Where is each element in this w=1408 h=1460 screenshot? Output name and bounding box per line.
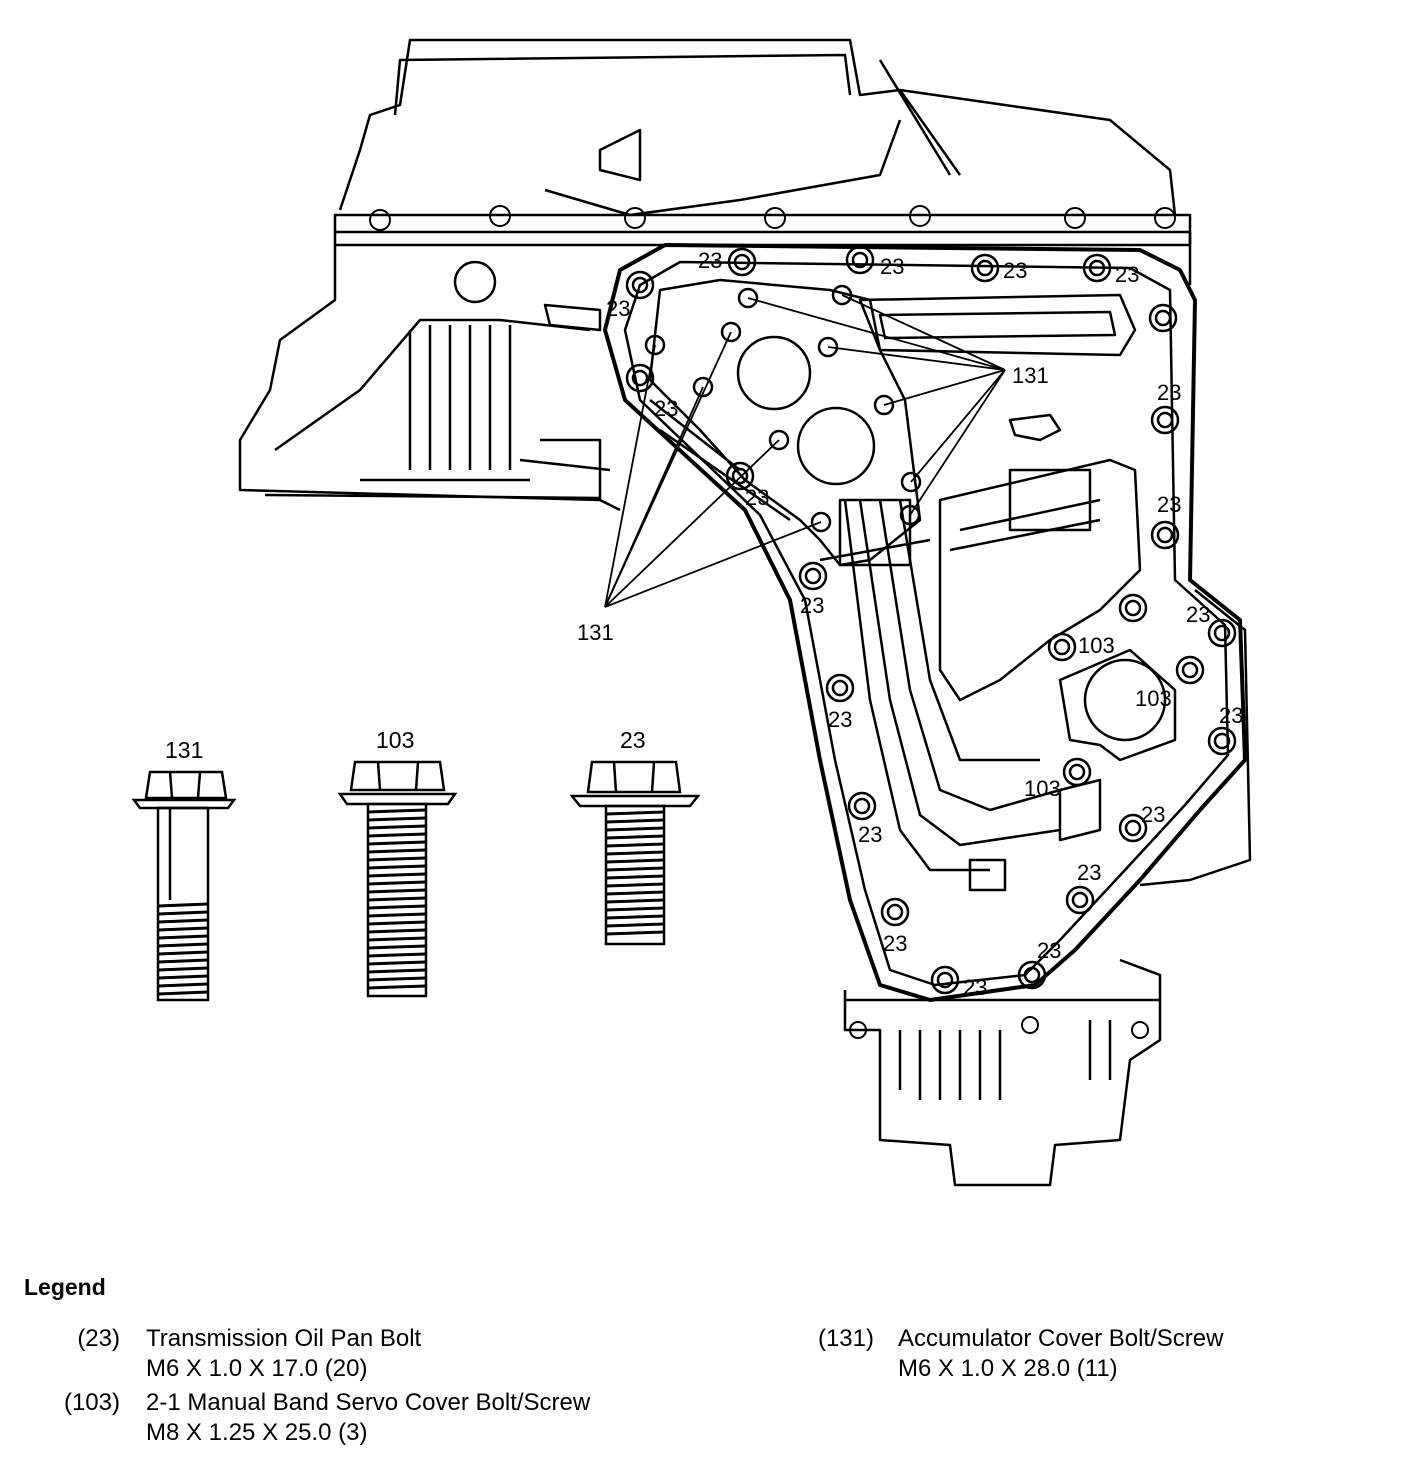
legend-item-name: 2-1 Manual Band Servo Cover Bolt/Screw xyxy=(146,1389,591,1416)
bolt-131-illustration: 131 xyxy=(131,737,237,1002)
transmission-case-outline xyxy=(238,38,1252,1187)
callout-23: 23 xyxy=(883,931,907,956)
callout-23: 23 xyxy=(1077,860,1101,885)
callout-23: 23 xyxy=(1219,703,1243,728)
bolt-103-illustration: 103 xyxy=(337,727,458,998)
callout-23: 23 xyxy=(1157,492,1181,517)
legend-item-spec: M8 X 1.25 X 25.0 (3) xyxy=(146,1419,368,1446)
callout-23: 23 xyxy=(1115,262,1139,287)
callout-labels: 23 23 23 23 23 23 23 23 23 23 23 23 23 2… xyxy=(577,248,1243,1000)
callout-23: 23 xyxy=(698,248,722,273)
callout-131: 131 xyxy=(577,620,614,645)
legend-item-name: Accumulator Cover Bolt/Screw xyxy=(898,1325,1224,1352)
callout-23: 23 xyxy=(1037,938,1061,963)
callout-23: 23 xyxy=(1141,802,1165,827)
accumulator-bolts xyxy=(644,284,922,533)
servo-bolts xyxy=(1047,632,1205,787)
callout-23: 23 xyxy=(828,707,852,732)
flange-bolts xyxy=(369,205,1176,1039)
callout-103: 103 xyxy=(1024,776,1061,801)
callout-103: 103 xyxy=(1135,686,1172,711)
callout-23: 23 xyxy=(1003,258,1027,283)
callout-leaders-131 xyxy=(604,294,1006,608)
callout-23: 23 xyxy=(1186,602,1210,627)
legend-item-spec: M6 X 1.0 X 17.0 (20) xyxy=(146,1355,368,1382)
legend-item-spec: M6 X 1.0 X 28.0 (11) xyxy=(898,1355,1118,1382)
bolt-103-label: 103 xyxy=(376,727,414,753)
callout-131: 131 xyxy=(1012,363,1049,388)
pan-bolts xyxy=(625,245,1237,995)
legend-item-number: (23) xyxy=(77,1325,120,1352)
legend-item-name: Transmission Oil Pan Bolt xyxy=(146,1325,422,1352)
legend-title: Legend xyxy=(24,1274,106,1300)
bolt-23-illustration: 23 xyxy=(569,727,701,946)
legend-item-number: (131) xyxy=(817,1325,874,1352)
bolt-131-label: 131 xyxy=(165,737,203,763)
callout-23: 23 xyxy=(654,396,678,421)
callout-23: 23 xyxy=(963,975,987,1000)
callout-103: 103 xyxy=(1078,633,1115,658)
callout-23: 23 xyxy=(745,485,769,510)
bolt-23-label: 23 xyxy=(620,727,646,753)
callout-23: 23 xyxy=(606,296,630,321)
transmission-diagram: 23 23 23 23 23 23 23 23 23 23 23 23 23 2… xyxy=(131,38,1252,1187)
callout-23: 23 xyxy=(800,593,824,618)
callout-23: 23 xyxy=(1157,380,1181,405)
legend-item-number: (103) xyxy=(63,1389,120,1416)
callout-23: 23 xyxy=(880,254,904,279)
callout-23: 23 xyxy=(858,822,882,847)
